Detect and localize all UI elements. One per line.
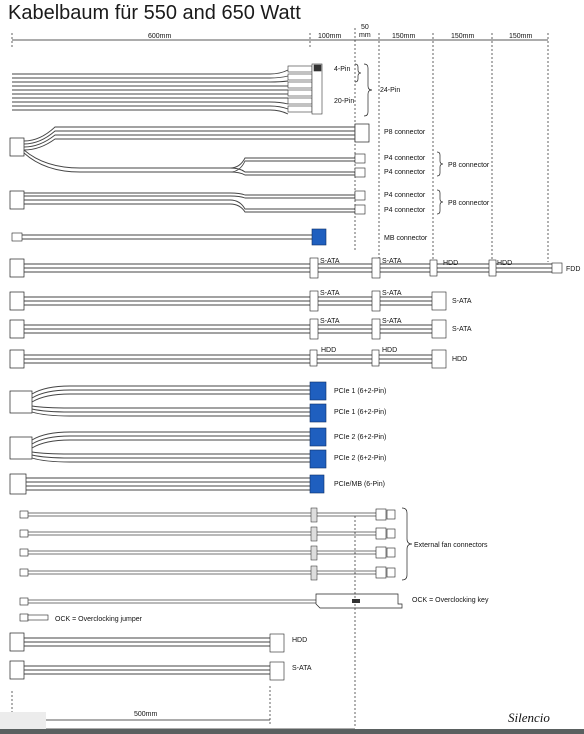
label-pcie2a: PCIe 2 (6+2-Pin)	[334, 434, 386, 441]
label-sata1: S-ATA	[320, 258, 340, 265]
label-sata2: S-ATA	[382, 258, 402, 265]
label-hdd3: HDD	[321, 347, 336, 354]
label-pcie2b: PCIe 2 (6+2-Pin)	[334, 455, 386, 462]
cable-ock-key	[19, 593, 403, 609]
page-title: Kabelbaum für 550 and 650 Watt	[8, 2, 301, 24]
corner-box	[0, 712, 46, 734]
brace-4pin	[354, 63, 362, 83]
label-hdd6: HDD	[292, 637, 307, 644]
top-dimension-bar	[11, 28, 549, 262]
dim-150-c: 150mm	[509, 33, 533, 40]
cable-p4-pair-2	[9, 190, 366, 215]
label-hdd5: HDD	[452, 356, 467, 363]
label-hdd2: HDD	[497, 260, 512, 267]
cable-pcie-mb	[9, 473, 325, 495]
cable-hdd	[9, 349, 447, 369]
dim-150-b: 150mm	[451, 33, 475, 40]
label-ockjumper: OCK = Overclocking jumper	[55, 616, 143, 623]
label-p4a: P4 connector	[384, 155, 426, 162]
label-sata3: S-ATA	[320, 290, 340, 297]
cable-sata-1	[9, 290, 447, 312]
label-sata7: S-ATA	[382, 318, 402, 325]
label-p8a: P8 connector	[384, 129, 426, 136]
dim-50-line1: 50	[361, 24, 369, 31]
cable-sata-short	[9, 660, 285, 681]
label-fans: External fan connectors	[414, 542, 488, 549]
label-20pin: 20-Pin	[334, 98, 354, 105]
dim-600: 600mm	[148, 33, 172, 40]
cable-p4-pair-1	[23, 149, 366, 178]
label-pcie1b: PCIe 1 (6+2-Pin)	[334, 409, 386, 416]
brace-p8b	[436, 151, 444, 177]
label-fdd: FDD	[566, 266, 580, 273]
dim-50-line2: mm	[359, 32, 371, 39]
label-4pin: 4-Pin	[334, 66, 350, 73]
label-pcie1a: PCIe 1 (6+2-Pin)	[334, 388, 386, 395]
label-p8c: P8 connector	[448, 200, 490, 207]
cable-24pin	[12, 63, 323, 115]
label-mb: MB connector	[384, 235, 428, 242]
cable-pcie2	[9, 427, 327, 469]
cable-p8	[9, 123, 370, 157]
label-ockkey: OCK = Overclocking key	[412, 597, 489, 604]
label-sata5: S-ATA	[452, 298, 472, 305]
dim-150-a: 150mm	[392, 33, 416, 40]
brace-24pin	[363, 63, 373, 117]
cable-sata-2	[9, 318, 447, 340]
label-sata4: S-ATA	[382, 290, 402, 297]
label-sata8: S-ATA	[452, 326, 472, 333]
cable-pcie1	[9, 381, 327, 423]
cable-fans	[19, 507, 413, 581]
cable-sata-hdd-fdd	[9, 257, 563, 279]
label-pciemb: PCIe/MB (6-Pin)	[334, 481, 385, 488]
label-p8b: P8 connector	[448, 162, 490, 169]
label-24pin: 24-Pin	[380, 87, 400, 94]
label-hdd1: HDD	[443, 260, 458, 267]
label-hdd4: HDD	[382, 347, 397, 354]
dim-100: 100mm	[318, 33, 342, 40]
label-p4d: P4 connector	[384, 207, 426, 214]
bottom-strip	[0, 729, 584, 734]
ock-jumper	[19, 613, 49, 622]
label-p4b: P4 connector	[384, 169, 426, 176]
brace-p8c	[436, 189, 444, 215]
label-sata9: S-ATA	[292, 665, 312, 672]
cable-hdd-short	[9, 632, 285, 653]
cable-mb	[11, 228, 327, 246]
label-p4c: P4 connector	[384, 192, 426, 199]
dim-500: 500mm	[134, 711, 158, 718]
brand-logo: Silencio	[508, 710, 550, 725]
label-sata6: S-ATA	[320, 318, 340, 325]
